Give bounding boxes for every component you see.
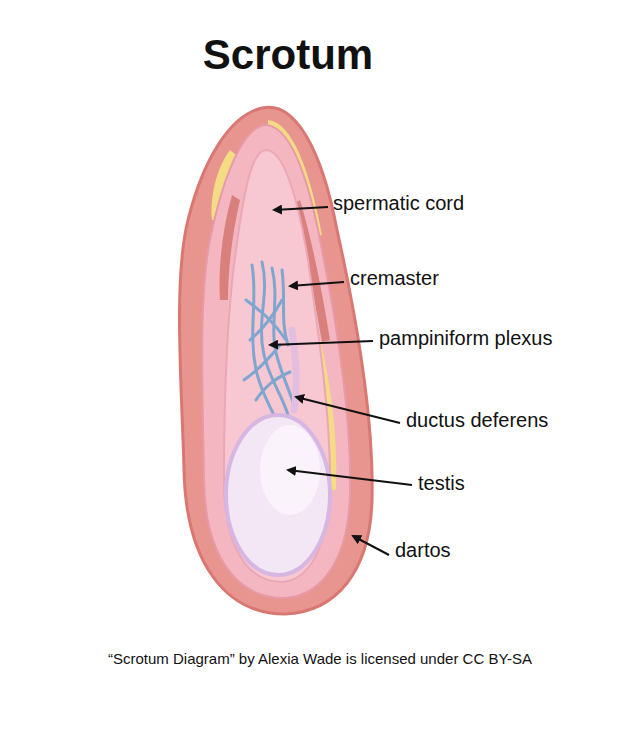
part-label: spermatic cord: [333, 191, 464, 215]
part-label: testis: [418, 471, 465, 495]
part-label: ductus deferens: [406, 408, 548, 432]
diagram-title: Scrotum: [203, 30, 373, 80]
image-caption: “Scrotum Diagram” by Alexia Wade is lice…: [108, 650, 532, 668]
part-label: pampiniform plexus: [379, 326, 552, 350]
part-label: dartos: [395, 538, 451, 562]
part-label: cremaster: [350, 266, 439, 290]
